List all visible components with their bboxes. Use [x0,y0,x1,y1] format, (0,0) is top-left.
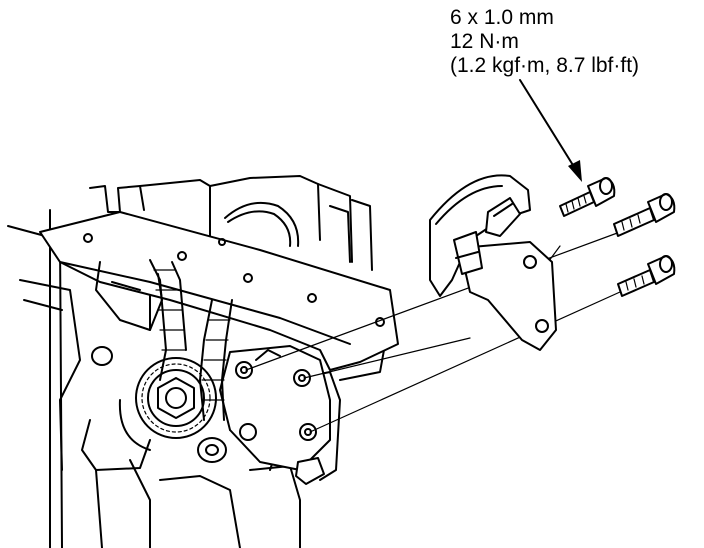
lower-housing [91,345,331,485]
chain-tensioner [429,174,557,351]
bolt-bottom [617,255,676,297]
bolt-top [559,177,616,217]
callout-arrow [519,79,582,182]
bolt-middle [613,193,676,237]
torque-nm-label: 12 N·m [450,30,519,53]
timing-chain [149,259,233,421]
torque-spec-callout: 6 x 1.0 mm 12 N·m (1.2 kgf·m, 8.7 lbf·ft… [450,6,639,78]
torque-alt-label: (1.2 kgf·m, 8.7 lbf·ft) [450,54,640,77]
bolt-size-label: 6 x 1.0 mm [450,6,554,29]
cover-plate [39,211,399,371]
cam-sprocket [118,357,217,451]
